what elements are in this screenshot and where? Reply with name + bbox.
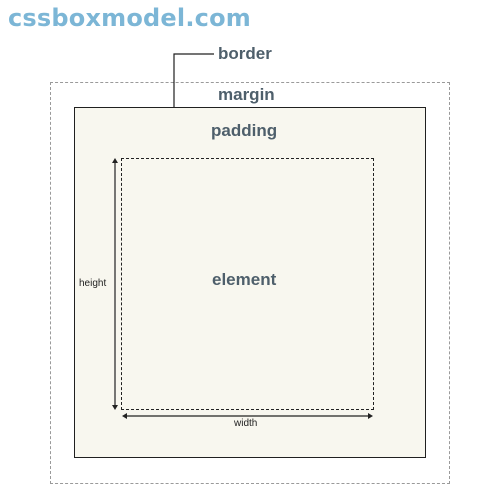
margin-label: margin [218, 85, 275, 104]
height-arrow-top [112, 158, 118, 163]
site-title: cssboxmodel.com [8, 4, 251, 32]
height-label: height [79, 278, 107, 289]
width-label: width [234, 418, 258, 429]
padding-label: padding [211, 121, 278, 140]
width-arrow-right [368, 413, 373, 419]
content-area [121, 158, 374, 410]
border-area [74, 107, 426, 458]
margin-area [50, 82, 450, 484]
height-arrow-bottom [112, 405, 118, 410]
element-label: element [212, 270, 277, 289]
border-leader-line [173, 53, 214, 107]
width-arrow-left [122, 413, 127, 419]
border-label: border [218, 44, 272, 63]
